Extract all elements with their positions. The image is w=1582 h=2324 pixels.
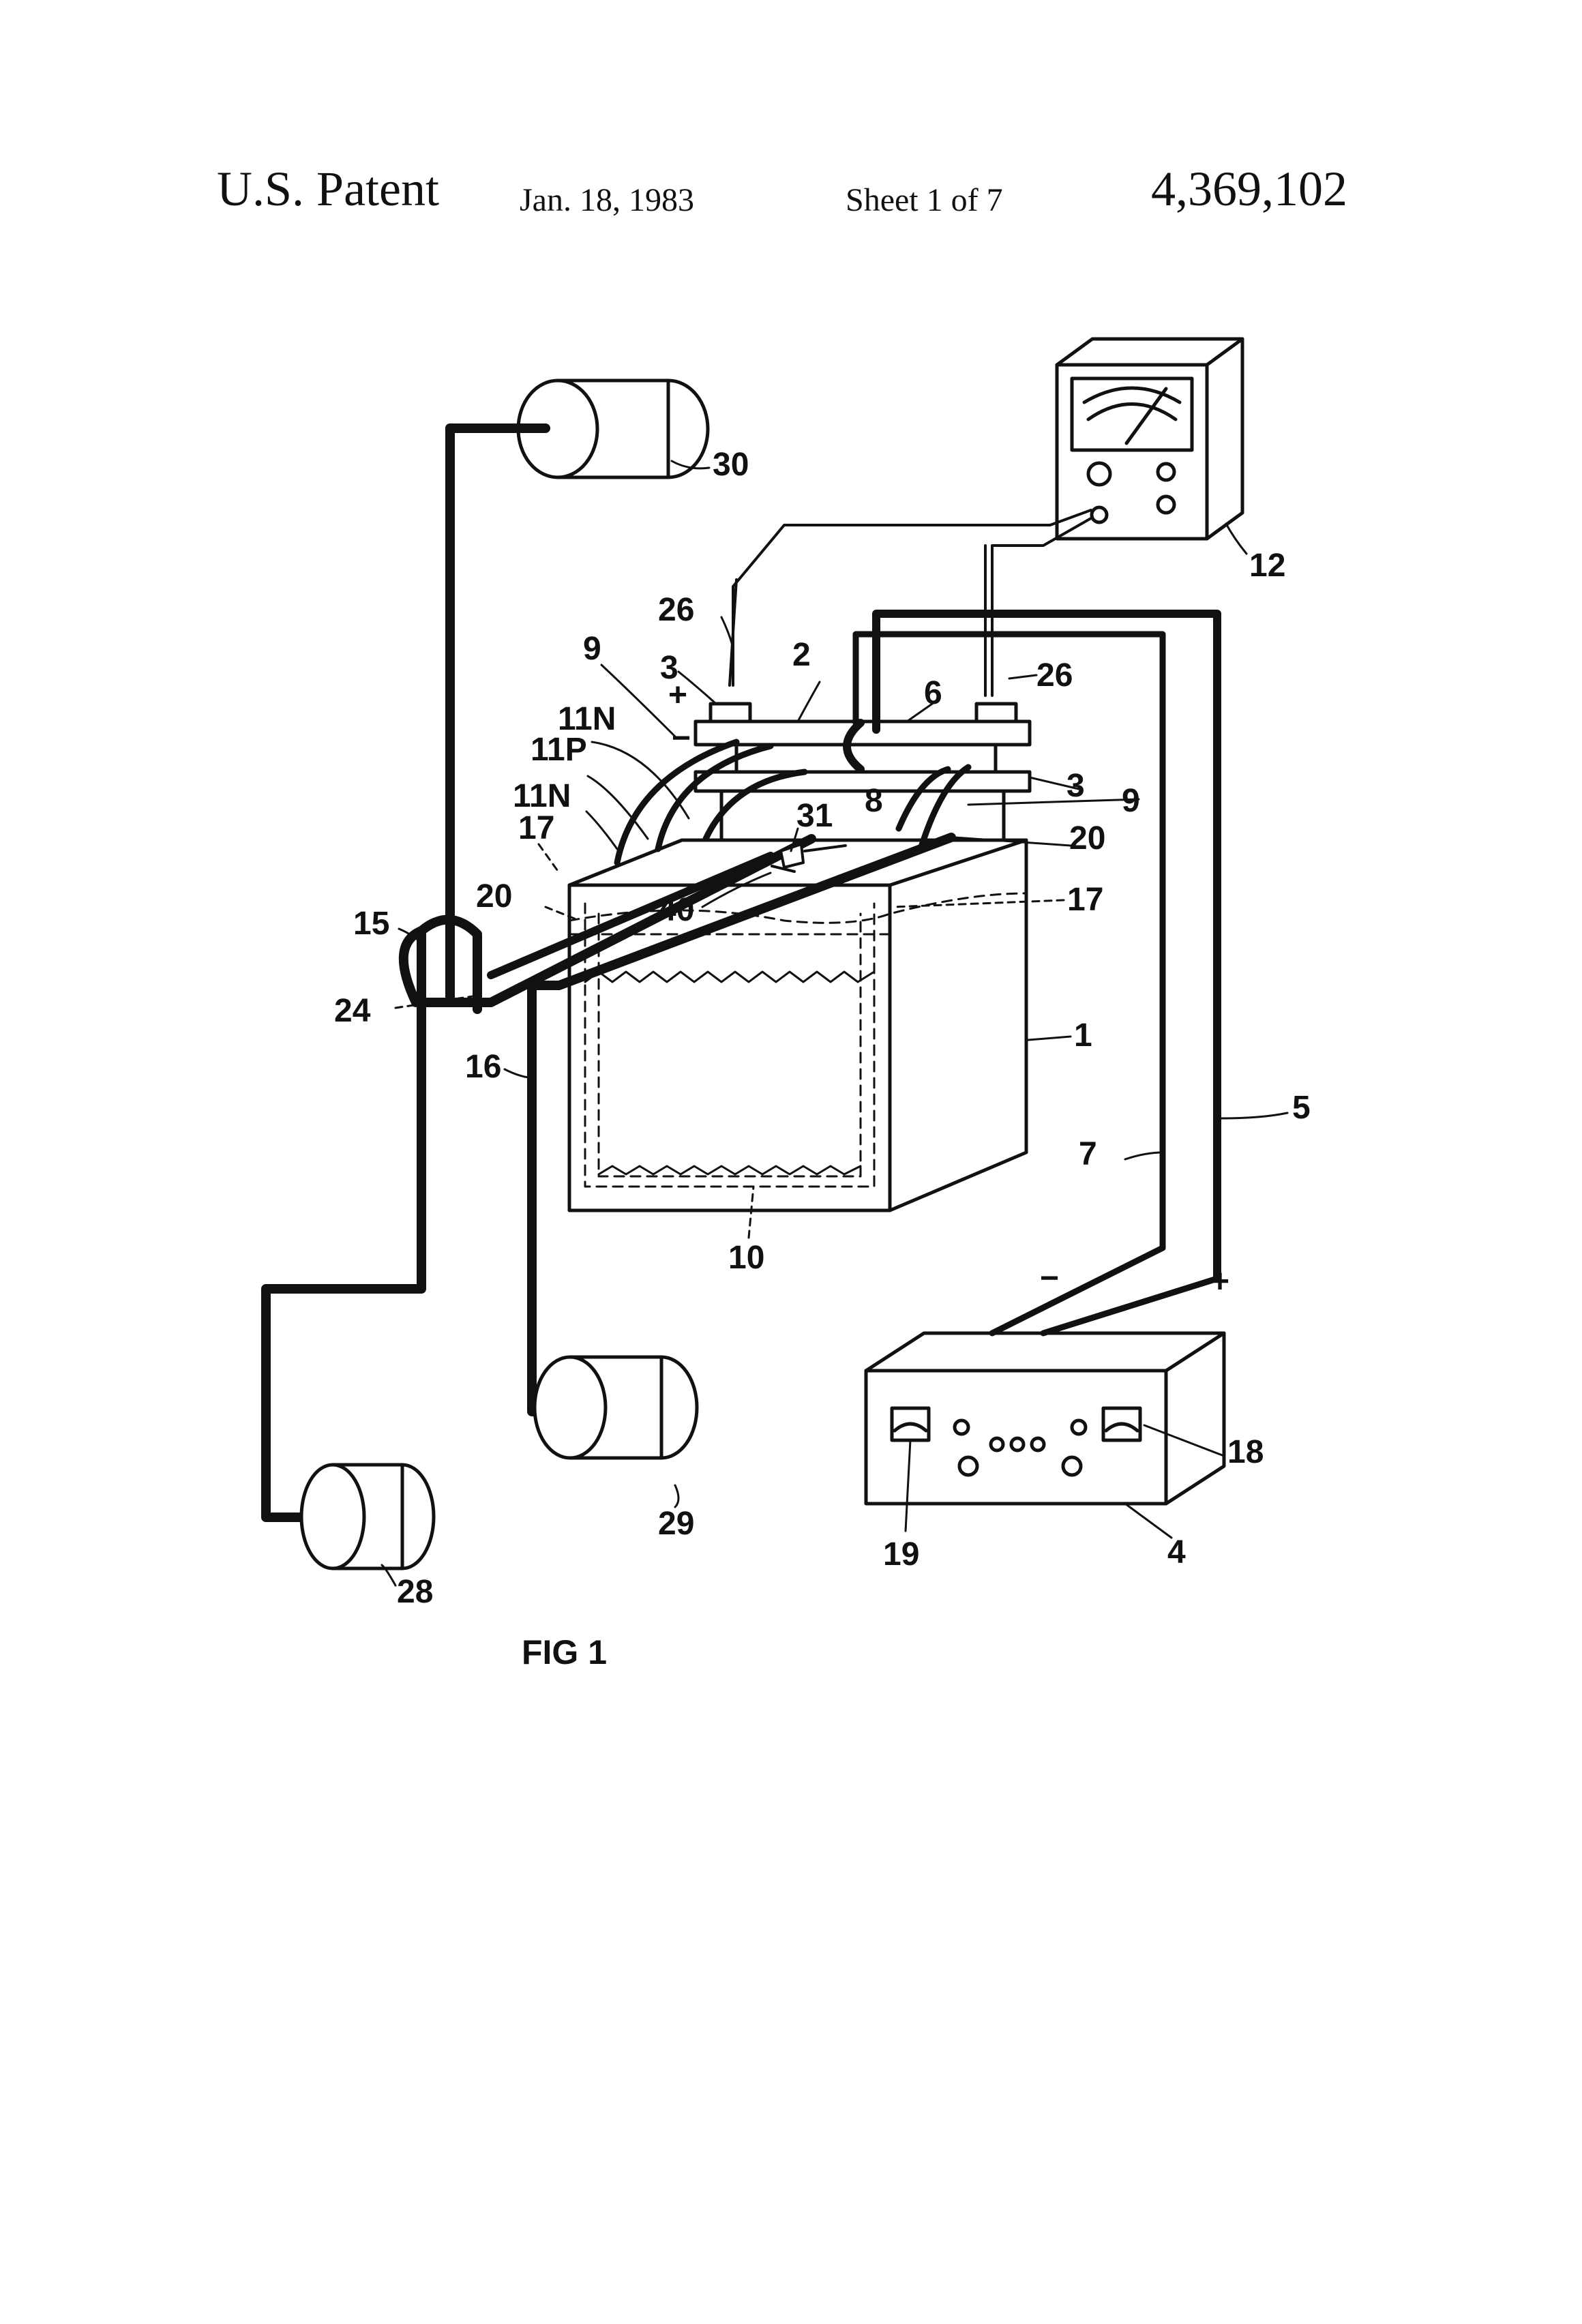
label-40: 40 xyxy=(658,892,694,928)
label-18: 18 xyxy=(1227,1434,1264,1470)
label-9b: 9 xyxy=(1122,783,1140,819)
polarity-plus-main: + xyxy=(668,677,687,713)
label-7: 7 xyxy=(1079,1136,1097,1172)
label-11N-bottom: 11N xyxy=(513,778,571,814)
power-supply-4 xyxy=(866,1333,1224,1504)
label-28: 28 xyxy=(397,1574,433,1610)
label-4: 4 xyxy=(1167,1534,1186,1570)
label-9a: 9 xyxy=(583,631,601,667)
polarity-minus-psu: − xyxy=(1040,1260,1059,1296)
label-1: 1 xyxy=(1074,1017,1092,1054)
polarity-plus-psu: + xyxy=(1210,1264,1229,1300)
label-10: 10 xyxy=(728,1240,764,1276)
label-2: 2 xyxy=(792,637,811,673)
label-12: 12 xyxy=(1249,548,1285,584)
label-20b: 20 xyxy=(1069,820,1105,856)
label-31: 31 xyxy=(796,798,833,834)
label-15: 15 xyxy=(353,906,389,942)
label-30: 30 xyxy=(713,447,749,483)
label-6: 6 xyxy=(924,675,942,711)
voltmeter-12 xyxy=(1057,339,1242,539)
figure-caption: FIG 1 xyxy=(522,1633,607,1671)
label-16: 16 xyxy=(465,1049,501,1085)
cylinder-28 xyxy=(301,1465,434,1568)
polarity-minus-main: − xyxy=(672,720,691,756)
label-5: 5 xyxy=(1292,1090,1311,1126)
label-17a: 17 xyxy=(518,810,554,846)
label-17b: 17 xyxy=(1067,882,1103,918)
label-8: 8 xyxy=(865,783,883,819)
label-3b: 3 xyxy=(1066,768,1085,804)
label-26b: 26 xyxy=(1036,657,1073,694)
cylinder-29 xyxy=(535,1357,697,1458)
label-29: 29 xyxy=(658,1506,694,1542)
label-26a: 26 xyxy=(658,592,694,628)
label-19: 19 xyxy=(883,1536,919,1573)
label-24: 24 xyxy=(334,993,371,1029)
label-20a: 20 xyxy=(476,878,512,914)
label-11P: 11P xyxy=(531,732,587,768)
